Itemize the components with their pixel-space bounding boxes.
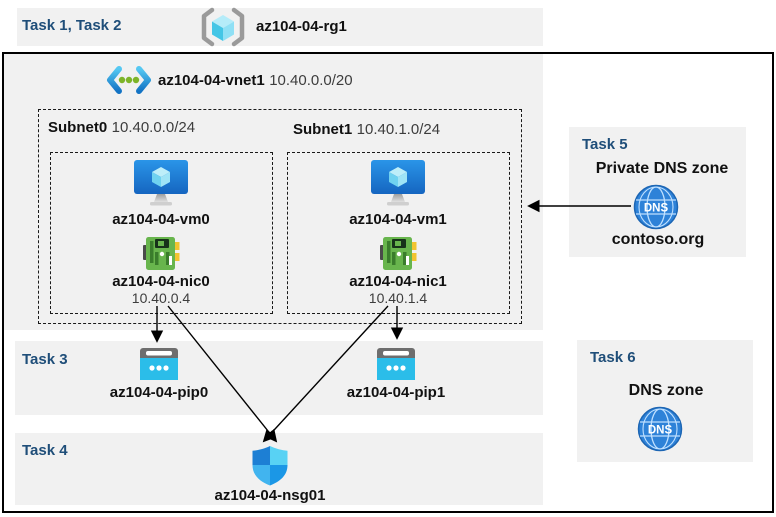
- svg-text:DNS: DNS: [648, 425, 673, 437]
- resource-group-name: az104-04-rg1: [256, 18, 347, 35]
- public-ip-icon: [377, 348, 415, 380]
- subnet0-title: Subnet0 10.40.0.0/24: [48, 119, 195, 137]
- nic0-name: az104-04-nic0: [112, 273, 210, 290]
- task-1-2-heading: Task 1, Task 2: [22, 17, 122, 34]
- vnet-cidr: 10.40.0.0/20: [269, 72, 353, 89]
- pip0-name: az104-04-pip0: [109, 384, 209, 401]
- nic0-ip: 10.40.0.4: [131, 290, 191, 306]
- dns-icon: DNS: [637, 406, 683, 452]
- subnet1-name: Subnet1: [293, 121, 353, 138]
- nic1-name: az104-04-nic1: [349, 273, 447, 290]
- subnet0-name: Subnet0: [48, 119, 108, 136]
- subnet1-title: Subnet1 10.40.1.0/24: [293, 121, 440, 139]
- nic1-ip: 10.40.1.4: [368, 290, 428, 306]
- vnet-area: [4, 54, 543, 330]
- subnet0-vm-box: [50, 152, 273, 314]
- private-dns-card: Task 5 Private DNS zone DNS contoso.org: [569, 127, 746, 257]
- vnet-icon: [107, 66, 151, 94]
- vnet-title: az104-04-vnet1 10.40.0.0/20: [158, 72, 353, 90]
- nsg-shield-icon: [252, 446, 288, 486]
- subnet0-cidr: 10.40.0.0/24: [111, 119, 196, 136]
- vm-icon: [134, 160, 188, 206]
- task3-band: Task 3: [15, 341, 543, 415]
- dns-zone-card: Task 6 DNS zone DNS: [577, 340, 753, 462]
- task-6-heading: Task 6: [590, 349, 636, 366]
- pip1-name: az104-04-pip1: [346, 384, 446, 401]
- task-3-heading: Task 3: [22, 351, 68, 368]
- private-dns-title: Private DNS zone: [595, 160, 729, 177]
- private-dns-zone-name: contoso.org: [611, 231, 705, 248]
- task-5-heading: Task 5: [582, 136, 628, 153]
- svg-text:DNS: DNS: [644, 203, 669, 215]
- vnet-name: az104-04-vnet1: [158, 72, 265, 89]
- dns-icon: DNS: [633, 184, 679, 230]
- nic-icon: [380, 237, 417, 270]
- nic-icon: [143, 237, 180, 270]
- resource-group-band: Task 1, Task 2: [17, 8, 543, 46]
- public-ip-icon: [140, 348, 178, 380]
- subnet1-vm-box: [287, 152, 510, 314]
- nsg-name: az104-04-nsg01: [214, 487, 326, 504]
- subnet1-cidr: 10.40.1.0/24: [356, 121, 441, 138]
- vm-icon: [371, 160, 425, 206]
- task-4-heading: Task 4: [22, 442, 68, 459]
- resource-group-icon: [201, 7, 245, 47]
- dns-zone-title: DNS zone: [628, 382, 704, 399]
- vm0-name: az104-04-vm0: [112, 211, 210, 228]
- vm1-name: az104-04-vm1: [349, 211, 447, 228]
